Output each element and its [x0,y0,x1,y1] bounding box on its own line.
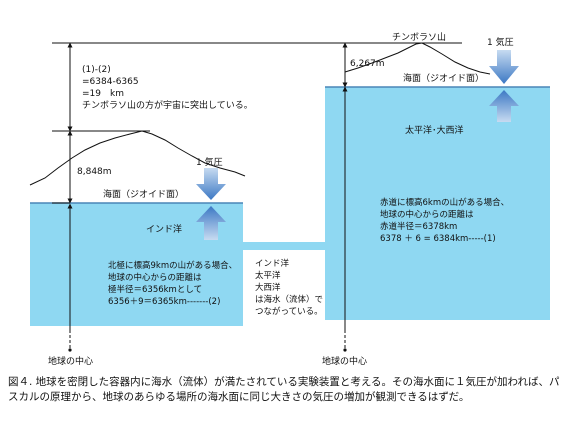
right-note-line-2: 地球の中心からの距離は [380,209,474,220]
left-pressure-label: 1 気圧 [196,156,223,168]
pacific-atlantic-label: 太平洋･大西洋 [405,124,464,136]
right-pressure-up-arrow [489,90,519,122]
right-sea-surface-label: 海面（ジオイド面） [403,72,484,84]
right-note-line-3: 赤道半径＝6378km [380,221,457,232]
difference-line-2: =6384-6365 [82,77,139,87]
difference-line-3: =19 km [82,89,124,99]
left-note-line-2: 地球の中心からの距離は [108,272,202,283]
ocean-water [30,87,550,326]
right-earth-center-dot [343,348,347,352]
chimborazo-label: チンボラソ山 [392,32,446,43]
left-earth-center-label: 地球の中心 [48,355,93,367]
left-mountain [29,130,246,186]
channel-note-line-3: 大西洋 [255,282,281,293]
right-pressure-label: 1 気圧 [487,36,514,48]
right-note-line-4: 6378 ＋ 6 = 6384km-----(1) [380,234,496,244]
right-note-line-1: 赤道に標高6kmの山がある場合、 [380,197,509,208]
channel-note-line-4: は海水（流体）で [255,294,323,305]
channel-note-line-2: 太平洋 [255,270,281,281]
left-pressure-down-arrow [196,168,226,200]
channel-note-line-1: インド洋 [255,258,290,269]
right-pressure-down-arrow [489,50,519,84]
left-note-line-4: 6356＋9＝6365km-------(2) [108,297,220,307]
chimborazo-height-label: 6,267m [350,59,385,69]
right-earth-center-label: 地球の中心 [322,355,367,367]
everest-height-label: 8,848m [77,167,112,177]
left-pressure-up-arrow [196,206,226,240]
right-mountain [344,42,491,75]
left-earth-center-dot [68,348,72,352]
channel-note-line-5: つながっている。 [255,306,323,317]
figure-caption: 図４. 地球を密閉した容器内に海水（流体）が満たされている実験装置と考える。その… [8,376,560,403]
indian-ocean-label: インド洋 [146,223,182,235]
difference-line-4: チンボラソ山の方が宇宙に突出している。 [82,99,253,111]
left-sea-surface-label: 海面（ジオイド面） [103,188,184,200]
difference-line-1: (1)-(2) [82,65,111,75]
left-note-line-1: 北極に標高9kmの山がある場合、 [108,260,237,271]
left-note-line-3: 極半径＝6356kmとして [108,284,202,295]
